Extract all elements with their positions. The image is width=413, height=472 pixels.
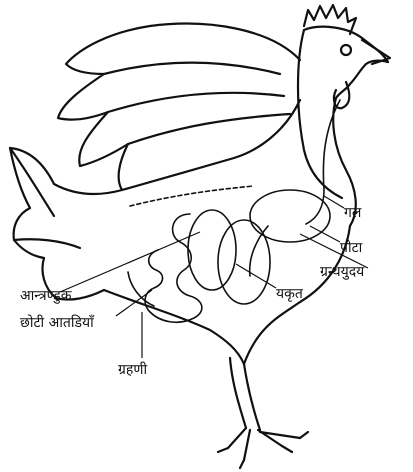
label-crop: पोटा <box>340 240 362 256</box>
leader-small-intestine <box>116 290 152 316</box>
label-duodenum: ग्रहणी <box>118 362 147 378</box>
body-back <box>10 148 122 300</box>
tail-feather-2 <box>14 239 80 248</box>
wing-feather-1 <box>104 63 280 74</box>
chicken-outline <box>10 5 390 468</box>
leader-caeca <box>60 232 200 292</box>
wing-feather-2 <box>108 93 284 112</box>
label-gizzard: ग्रन्थयुदय <box>320 264 364 280</box>
wing-outline <box>58 24 300 190</box>
tail-feather-1 <box>10 148 54 216</box>
esophagus <box>306 100 340 224</box>
dorsal-stripe <box>130 186 254 206</box>
label-caeca: आन्त्रण्डुक <box>20 288 71 304</box>
eye <box>341 45 351 55</box>
gizzard-organ <box>218 220 270 304</box>
liver-organ <box>188 210 236 290</box>
wing-feather-3 <box>128 114 290 144</box>
neck-back <box>298 30 342 198</box>
wattle <box>334 82 349 108</box>
belly-outline <box>104 290 244 364</box>
label-crop-upper: गल <box>344 205 361 221</box>
label-liver: यकृत <box>276 286 303 302</box>
proventriculus <box>250 226 268 276</box>
label-small-intestine: छोटी आतडियाँ <box>20 315 94 331</box>
leg <box>228 358 300 460</box>
